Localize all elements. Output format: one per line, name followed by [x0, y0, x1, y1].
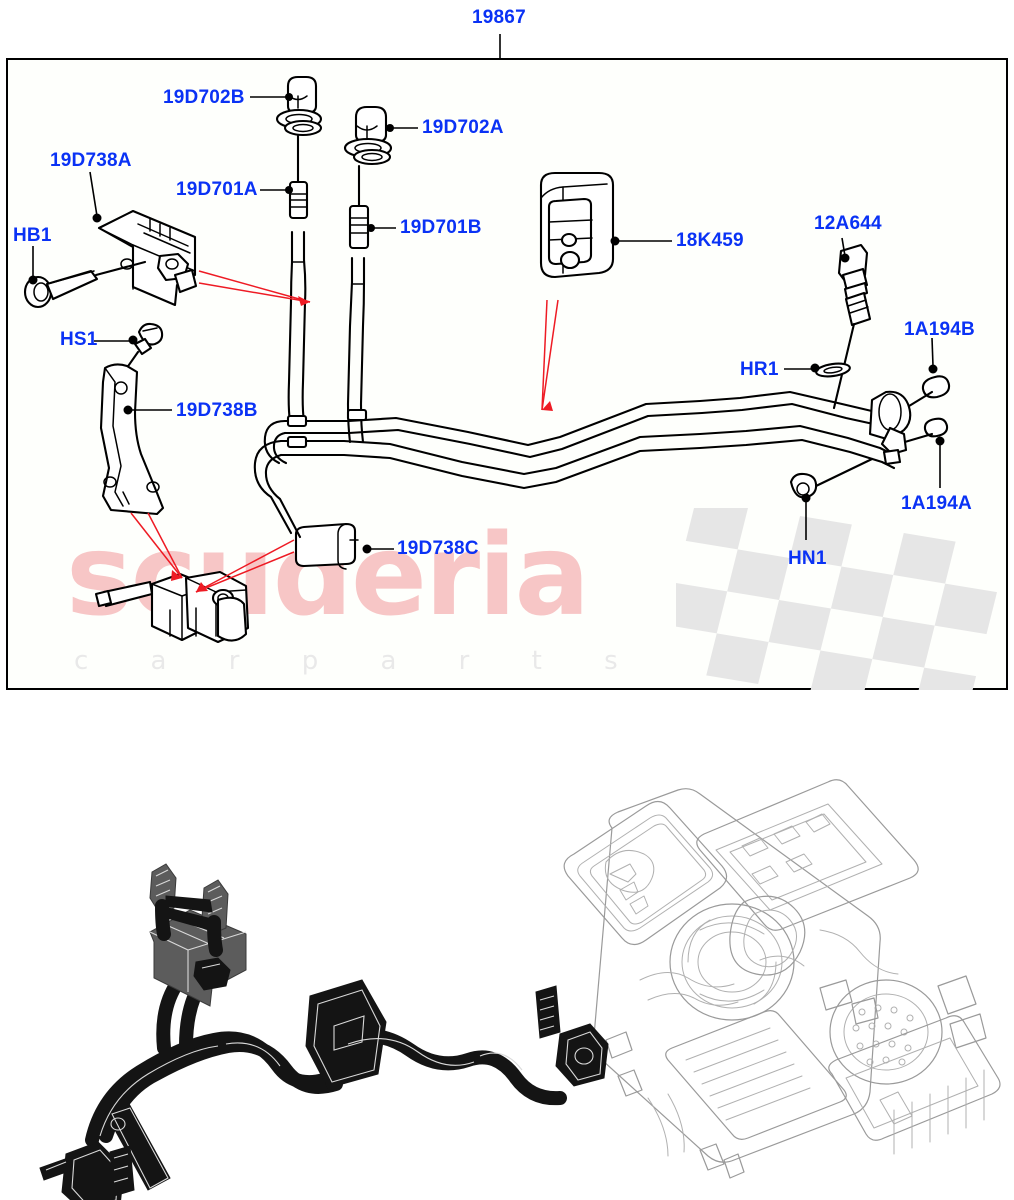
hose-assembly-lineart: [39, 863, 609, 1200]
callout-19D701B: 19D701B: [400, 217, 482, 238]
callout-12A644: 12A644: [814, 213, 882, 234]
main-pipe-run: [253, 390, 912, 539]
part-HS1: [122, 322, 164, 374]
heater-unit-lineart: [563, 779, 1001, 1179]
callout-19D738A: 19D738A: [50, 150, 132, 171]
leader-12A644: [841, 237, 846, 257]
callout-19867: 19867: [472, 7, 526, 28]
callout-19D738B: 19D738B: [176, 400, 258, 421]
part-19D702A: [343, 105, 393, 166]
part-HR1: [815, 362, 851, 378]
pointer-lines-19D738B: [130, 512, 183, 581]
callout-HN1: HN1: [788, 548, 827, 569]
callout-19D701A: 19D701A: [176, 179, 258, 200]
callout-19D702B: 19D702B: [163, 87, 245, 108]
part-19D738A: [97, 209, 198, 307]
part-19D701A: [288, 134, 309, 220]
leader-1A194B: [931, 337, 934, 367]
callout-HR1: HR1: [740, 359, 779, 380]
callout-19D738C: 19D738C: [397, 538, 479, 559]
callout-18K459: 18K459: [676, 230, 744, 251]
part-19D702B: [275, 75, 323, 137]
part-HB1: [23, 260, 147, 309]
part-HN1: [789, 457, 874, 499]
part-19D738B: [99, 363, 165, 516]
callout-1A194B: 1A194B: [904, 319, 975, 340]
callout-1A194A: 1A194A: [901, 493, 972, 514]
part-19D738C: [294, 522, 359, 570]
callout-HB1: HB1: [13, 225, 52, 246]
callout-19D702A: 19D702A: [422, 117, 504, 138]
pointer-lines-18K459: [541, 299, 559, 411]
callout-HS1: HS1: [60, 329, 98, 350]
pointer-lines-19D738C: [195, 539, 295, 593]
leader-19D738A: [89, 171, 98, 217]
pointer-lines-19D738A: [198, 270, 311, 306]
part-18K459: [539, 171, 615, 279]
part-19D701B: [348, 164, 370, 250]
